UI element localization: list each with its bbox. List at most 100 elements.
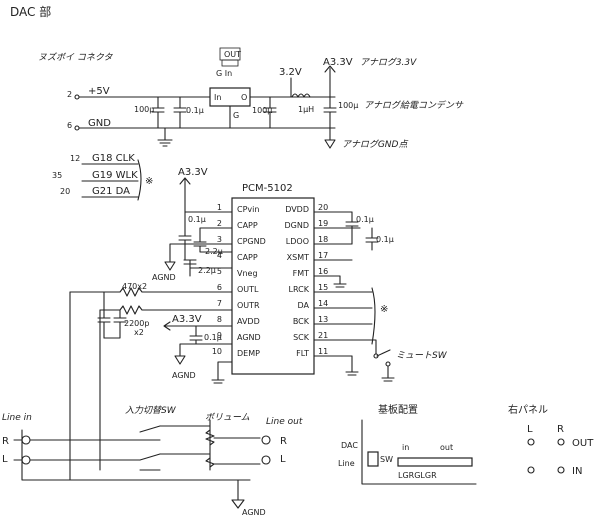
bus-pin-12-label: G18 CLK (92, 153, 135, 164)
regulator-package-pins: G In (216, 69, 232, 78)
panel-out-label: OUT (572, 438, 594, 449)
right-panel-title: 右パネル (508, 403, 548, 416)
fmt-gnd (333, 275, 347, 288)
cap-cpvin (178, 211, 192, 261)
gnd-symbol-power (157, 127, 173, 147)
pin-2-number: 2 (67, 90, 72, 99)
panel-out-r-jack (557, 438, 565, 446)
regulator-in-pin: In (214, 93, 221, 102)
regulator-out-pin: O (241, 93, 247, 102)
ic-left-pin-name: Vneg (237, 269, 258, 278)
ic-left-pin-num: 8 (217, 315, 222, 324)
line-in-r: R (2, 436, 9, 447)
ic-right-pin-num: 17 (318, 251, 328, 260)
cap-100u-analog-label: 100μ (338, 101, 358, 110)
ic-right-pin-name: LRCK (289, 285, 310, 294)
volume-label: ボリューム (205, 412, 250, 423)
inductor-label: 1μH (298, 105, 314, 114)
ic-left-pin-num: 2 (217, 219, 222, 228)
line-in-l-jack (21, 455, 31, 465)
board-layout-title: 基板配置 (378, 403, 418, 416)
pin-2-label: +5V (88, 86, 110, 97)
ic-name: PCM-5102 (242, 183, 293, 194)
ic-left-pin-num: 3 (217, 235, 222, 244)
mute-switch (351, 339, 395, 382)
panel-r-label: R (557, 424, 564, 435)
cap-01u-in-label: 0.1μ (186, 106, 204, 115)
volume-out-wires (213, 437, 261, 501)
line-out-r: R (280, 436, 287, 447)
cap-vneg (183, 259, 233, 277)
ic-right-pin-num: 13 (318, 315, 328, 324)
ic-right-pin-name: DGND (284, 221, 309, 230)
cap-100u-in (151, 96, 165, 129)
ic-left-pin-name: CAPP (237, 221, 258, 230)
cap-dvdd (345, 211, 359, 245)
cap-vneg-label: 2.2μ (198, 266, 216, 275)
board-pin-order: LGRGLGR (398, 471, 437, 480)
panel-in-label: IN (572, 466, 582, 477)
rail-3v2-label: 3.2V (279, 67, 302, 78)
board-connector (397, 457, 473, 467)
cap-100u-mid-label: 100μ (252, 106, 272, 115)
cap-01u-in (173, 96, 187, 129)
a33v-ic-arrow (179, 177, 191, 201)
page-title: DAC 部 (10, 4, 51, 19)
cpgnd-wire (164, 243, 233, 271)
cap-avdd-label: 0.1μ (204, 333, 222, 342)
ic-right-pin-name: BCK (293, 317, 310, 326)
cap-100u-analog (323, 96, 337, 141)
ic-left-pin-name: CAPP (237, 253, 258, 262)
dac-out-wires (69, 291, 101, 481)
ic-left-pin-name: AVDD (237, 317, 260, 326)
cpvin-wire (184, 199, 233, 213)
cap-ldoo-label: 0.1μ (376, 235, 394, 244)
cap-cpvin-label: 0.1μ (188, 215, 206, 224)
ic-pcm5102 (231, 197, 315, 375)
cap-flying (193, 227, 233, 253)
mute-switch-label: ミュートSW (396, 351, 448, 361)
ic-right-pin-num: 20 (318, 203, 328, 212)
ic-right-pin-name: FLT (296, 349, 309, 358)
cap-avdd (189, 325, 203, 345)
ic-right-pin-name: LDOO (286, 237, 309, 246)
inductor-1uh (291, 93, 311, 98)
agnd-io (231, 499, 245, 509)
mute-switch-contact-b (385, 361, 391, 367)
ic-right-pins: 20DVDD19DGND18LDOO17XSMT16FMT15LRCK14DA1… (284, 203, 328, 358)
agnd-triangle (324, 139, 336, 149)
cap-x2-label: x2 (134, 328, 144, 337)
agnd-ic-wire (174, 343, 233, 365)
board-switch (367, 451, 379, 467)
bus-pin-35-label: G19 WLK (92, 170, 138, 181)
ic-left-pin-num: 7 (217, 299, 222, 308)
ic-right-pin-name: DVDD (285, 205, 309, 214)
line-in-wires (13, 429, 251, 481)
line-in-l: L (2, 454, 8, 465)
ic-right-pin-num: 21 (318, 331, 328, 340)
bus-wires (81, 159, 142, 201)
ic-right-pin-name: DA (298, 301, 310, 310)
ic-right-pin-num: 18 (318, 235, 328, 244)
cap-2200p-label: 2200p (124, 319, 149, 328)
a33v-label: A3.3V (323, 57, 353, 68)
regulator-package-body (221, 59, 239, 67)
regulator-g-pin: G (233, 111, 239, 120)
ic-right-wires (313, 211, 373, 357)
line-out-l: L (280, 454, 286, 465)
a33v-ic-label: A3.3V (178, 167, 208, 178)
bus-pin-35: 35 (52, 171, 62, 180)
bus-pin-20: 20 (60, 187, 70, 196)
line-in-label: Line in (2, 413, 32, 423)
board-outline (361, 419, 477, 485)
panel-in-l-jack (527, 466, 535, 474)
ic-left-pin-name: AGND (237, 333, 261, 342)
cap-dvdd-label: 0.1μ (356, 215, 374, 224)
board-dac-label: DAC (341, 441, 358, 450)
cap-ldoo (365, 227, 379, 251)
panel-out-l-jack (527, 438, 535, 446)
agnd-label-2: AGND (172, 371, 196, 380)
ic-left-pin-name: CPvin (237, 205, 259, 214)
i2s-brace (371, 287, 376, 345)
pin-6-label: GND (88, 118, 111, 129)
